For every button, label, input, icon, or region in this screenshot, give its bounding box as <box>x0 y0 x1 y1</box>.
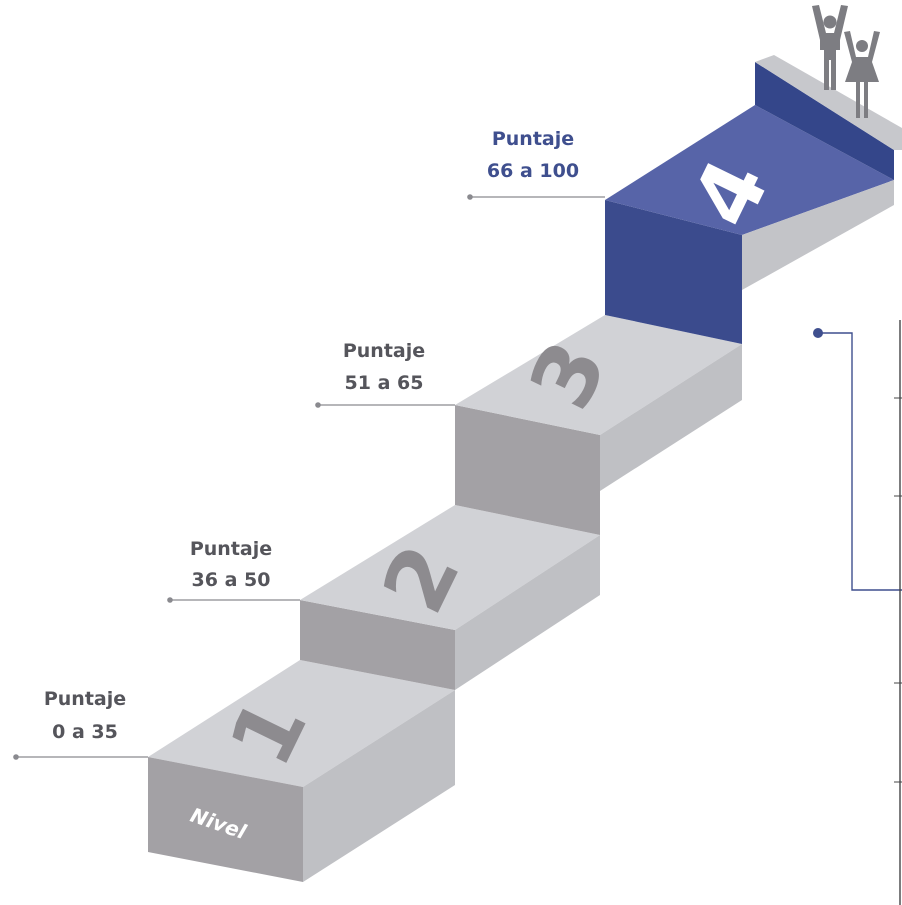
score-range-4: 66 a 100 <box>487 160 579 182</box>
right-connector <box>813 320 902 905</box>
score-title-4: Puntaje <box>492 128 574 150</box>
staircase <box>148 55 902 882</box>
leader-dot-1 <box>13 754 19 760</box>
man-raising-arms-icon <box>812 5 848 90</box>
score-label-level-4: Puntaje 66 a 100 <box>467 128 605 200</box>
step-1-front <box>148 757 303 882</box>
step-4-back-wall <box>755 62 894 180</box>
right-edge-ticks <box>894 397 902 783</box>
leader-dot-2 <box>167 597 173 603</box>
score-range-2: 36 a 50 <box>192 569 271 591</box>
step-4-ledge <box>755 55 902 150</box>
woman-raising-arms-icon <box>844 31 880 118</box>
leader-dot-3 <box>315 402 321 408</box>
step-3-right-edge <box>600 344 742 491</box>
score-title-1: Puntaje <box>44 688 126 710</box>
step-3-riser <box>455 405 600 535</box>
step-4-right-edge <box>742 180 894 290</box>
score-range-3: 51 a 65 <box>345 372 424 394</box>
step-3-top <box>455 315 742 435</box>
step-4-riser <box>605 200 742 344</box>
score-title-2: Puntaje <box>190 538 272 560</box>
score-label-level-3: Puntaje 51 a 65 <box>315 340 455 408</box>
step-1-right-edge <box>303 690 455 882</box>
step-2-right-edge <box>455 535 600 690</box>
score-range-1: 0 a 35 <box>52 721 118 743</box>
step-1-top <box>148 660 455 787</box>
connector-line <box>818 332 902 591</box>
score-label-level-2: Puntaje 36 a 50 <box>167 538 300 603</box>
step-4-top <box>605 105 894 235</box>
step-2-top <box>300 505 600 630</box>
score-label-level-1: Puntaje 0 a 35 <box>13 688 148 760</box>
leader-dot-4 <box>467 194 473 200</box>
score-title-3: Puntaje <box>343 340 425 362</box>
